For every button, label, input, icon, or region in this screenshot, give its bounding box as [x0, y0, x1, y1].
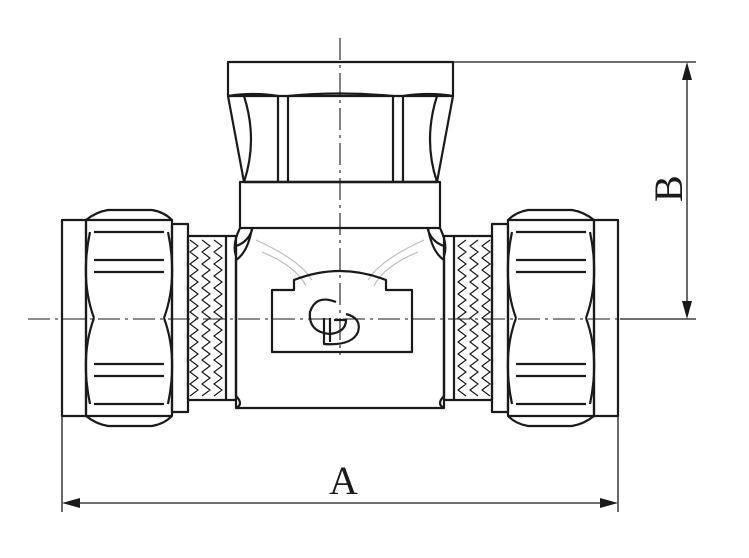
dimension-b: [453, 61, 696, 320]
left-thread: [186, 234, 238, 402]
right-thread: [442, 234, 494, 402]
right-compression-nut: [490, 208, 620, 428]
left-compression-nut: [60, 208, 190, 428]
dimension-a: [61, 416, 619, 512]
dimension-b-label: B: [646, 175, 691, 202]
gd-logo: [308, 298, 360, 346]
dimension-a-label: A: [329, 458, 358, 503]
logo-panel: [270, 269, 414, 354]
